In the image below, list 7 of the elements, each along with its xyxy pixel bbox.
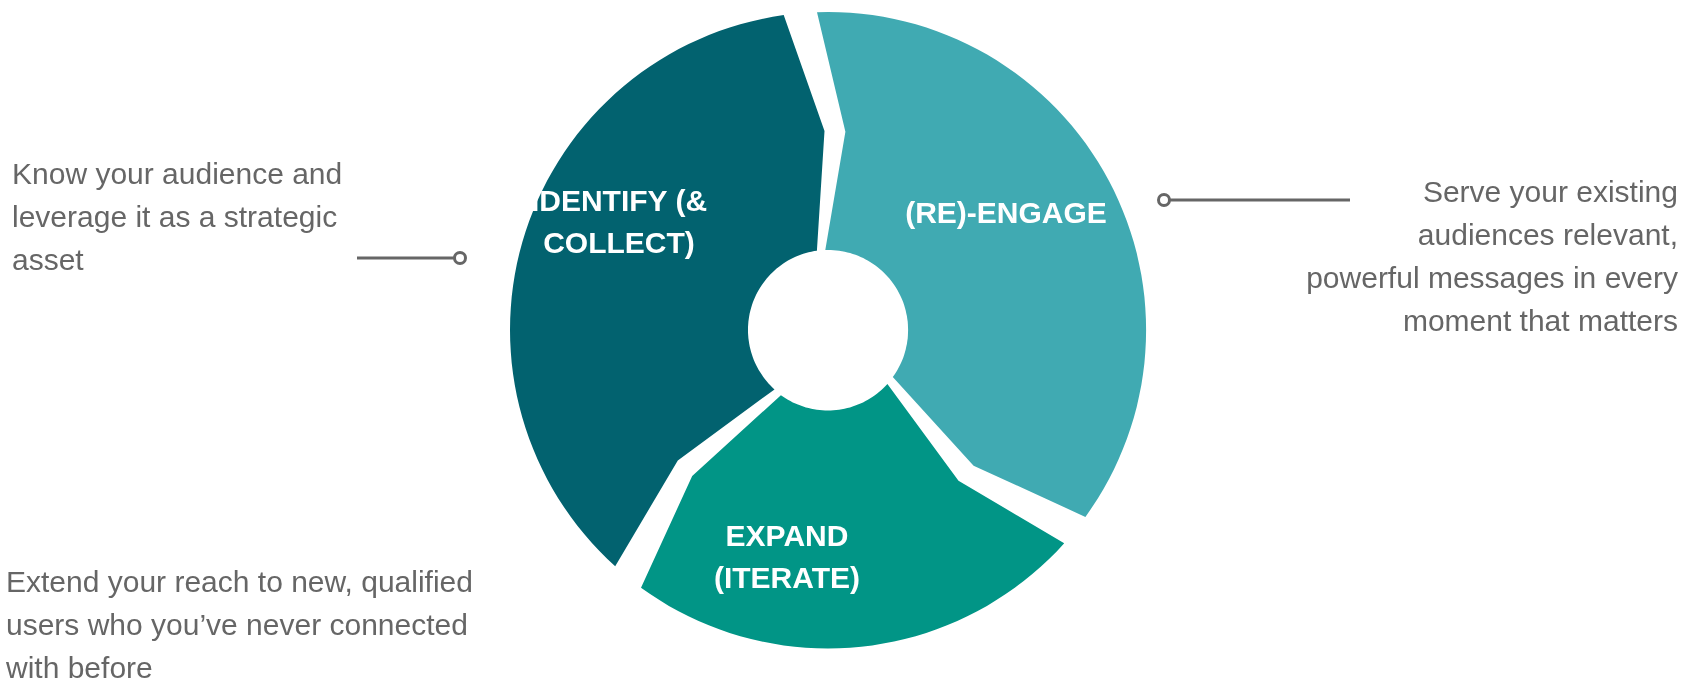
segment-label: EXPAND (ITERATE) bbox=[712, 518, 862, 596]
callout-text: Extend your reach to new, qualified users who you’ve never connected with before bbox=[6, 564, 474, 686]
leader-line bbox=[357, 251, 467, 265]
segment-label: (RE)-ENGAGE bbox=[904, 195, 1108, 231]
callout-text: Serve your existing audiences relevant, powerful messages in every moment that matters bbox=[1300, 170, 1678, 342]
leader-line bbox=[1157, 193, 1350, 207]
callout-text: Know your audience and leverage it as a strategic asset bbox=[12, 152, 357, 281]
